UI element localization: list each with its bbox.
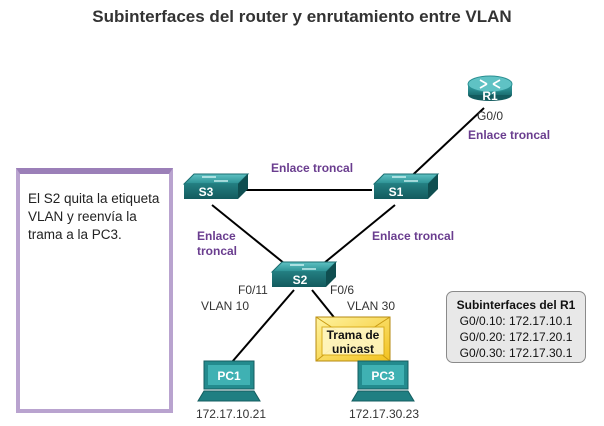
- subinterfaces-header: Subinterfaces del R1: [456, 298, 576, 312]
- link-label-s1-s2: Enlace troncal: [372, 229, 454, 243]
- link-label-s3-s2-line1: Enlace: [197, 229, 236, 243]
- unicast-frame-envelope-icon: Trama de unicast: [315, 316, 391, 362]
- r1-port-label: G0/0: [477, 109, 503, 123]
- pc-pc3[interactable]: PC3: [351, 360, 415, 402]
- switch-s1-label: S1: [389, 185, 404, 199]
- links: [211, 107, 485, 363]
- subinterfaces-box: Subinterfaces del R1 G0/0.10: 172.17.10.…: [446, 291, 586, 363]
- link-label-s3-s1: Enlace troncal: [271, 161, 353, 175]
- link-s2-pc1: [231, 289, 295, 363]
- pc3-address: 172.17.30.23: [349, 407, 419, 421]
- switch-arrows-icon: [202, 176, 228, 182]
- switch-arrows-icon: [290, 264, 316, 270]
- explanation-callout: El S2 quita la etiqueta VLAN y reenvía l…: [16, 168, 173, 413]
- frame-label-line1: Trama de: [327, 328, 380, 342]
- s2-port-f06: F0/6: [330, 283, 354, 297]
- switch-s1[interactable]: S1: [372, 173, 440, 199]
- link-r1-s1: [401, 107, 485, 186]
- vlan-label-pc3: VLAN 30: [347, 299, 395, 313]
- switch-s3-label: S3: [199, 185, 214, 199]
- router-r1[interactable]: R1: [467, 75, 513, 103]
- switch-arrows-icon: [392, 176, 418, 182]
- switch-s2[interactable]: S2: [270, 261, 338, 287]
- vlan-label-pc1: VLAN 10: [201, 299, 249, 313]
- callout-line-3: trama a la PC3.: [28, 227, 122, 242]
- page-title: Subinterfaces del router y enrutamiento …: [92, 7, 512, 26]
- router-arrows-icon: [479, 79, 501, 89]
- pc3-label: PC3: [371, 369, 395, 383]
- subinterface-row: G0/0.10: 172.17.10.1: [459, 314, 573, 328]
- link-s3-s2: [211, 204, 291, 269]
- callout-line-1: El S2 quita la etiqueta: [28, 191, 160, 206]
- link-label-r1-s1: Enlace troncal: [468, 128, 550, 142]
- switch-s3[interactable]: S3: [182, 173, 250, 199]
- switch-s2-label: S2: [293, 273, 308, 287]
- frame-label-line2: unicast: [332, 342, 374, 356]
- link-label-s3-s2-line2: troncal: [197, 244, 237, 258]
- pc1-address: 172.17.10.21: [196, 407, 266, 421]
- subinterface-row: G0/0.30: 172.17.30.1: [459, 346, 573, 360]
- callout-line-2: VLAN y reenvía la: [28, 209, 137, 224]
- pc1-label: PC1: [217, 369, 241, 383]
- router-r1-label: R1: [482, 89, 498, 103]
- pc-pc1[interactable]: PC1: [197, 360, 261, 402]
- subinterface-row: G0/0.20: 172.17.20.1: [459, 330, 573, 344]
- link-s1-s2: [317, 204, 396, 269]
- s2-port-f011: F0/11: [238, 283, 268, 297]
